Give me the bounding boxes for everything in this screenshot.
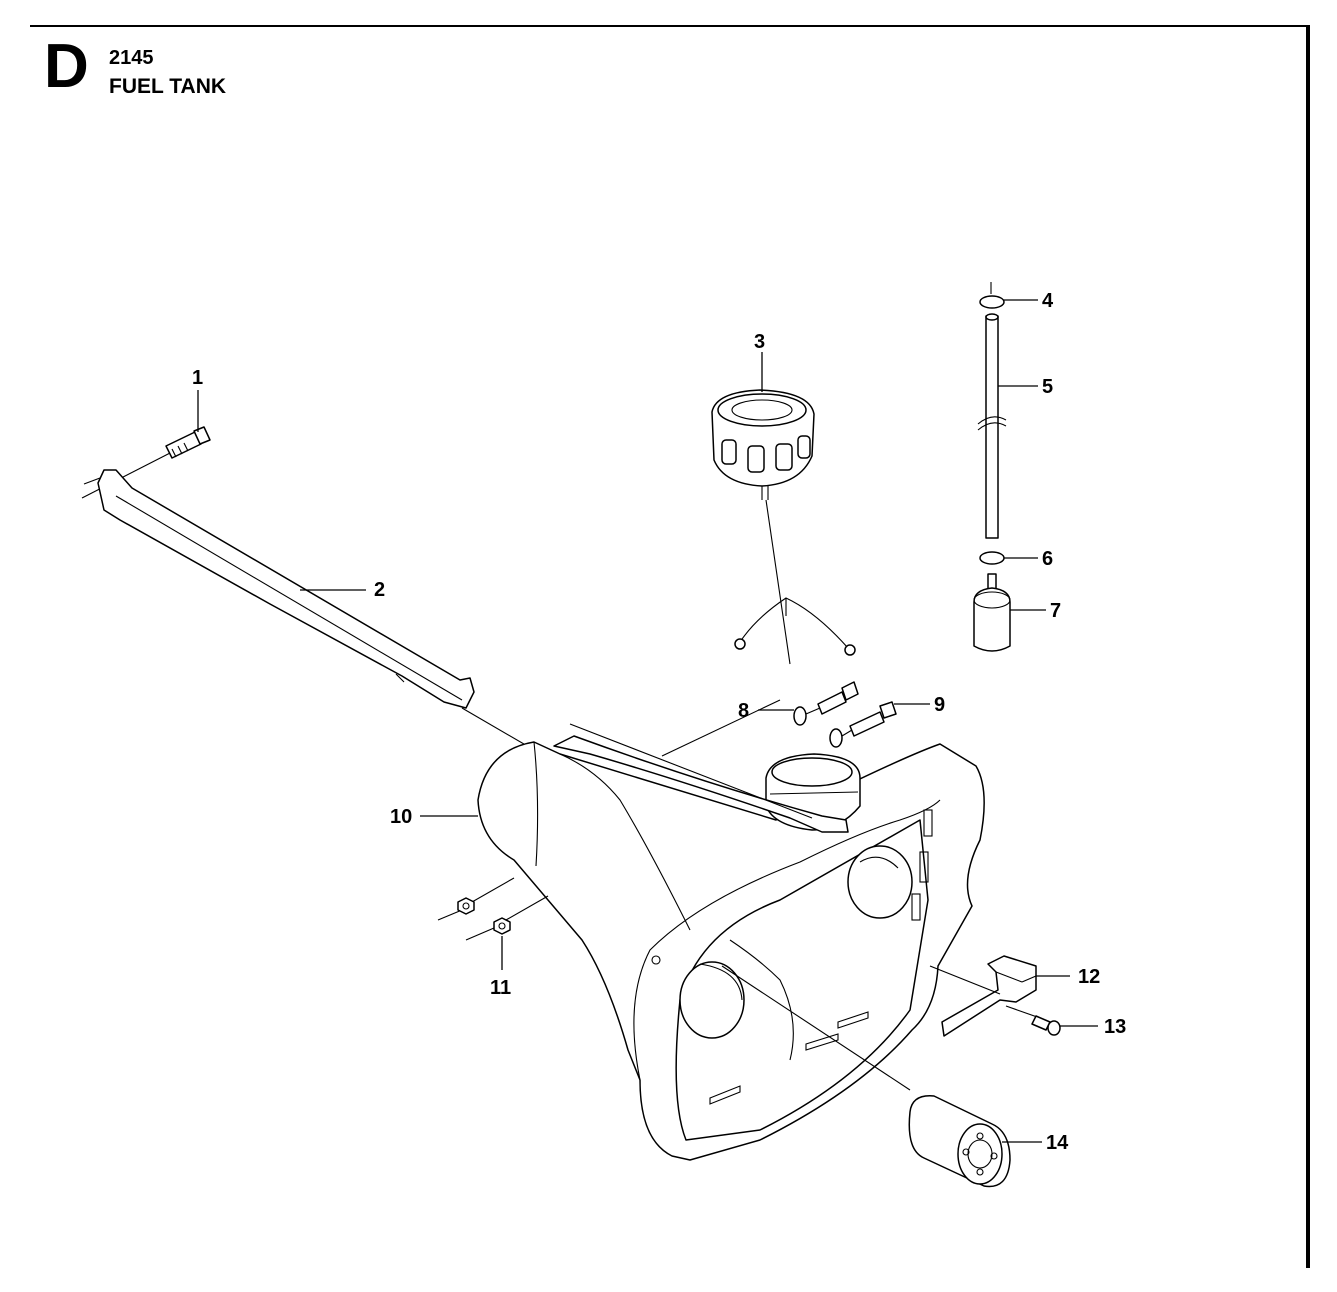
part-screw-13 <box>1005 1005 1061 1036</box>
callout-5: 5 <box>1042 376 1053 398</box>
part-fuel-tank-10 <box>477 699 985 1161</box>
part-fuel-hose-5 <box>977 313 1007 539</box>
part-bracket-12 <box>929 955 1037 1037</box>
callout-2: 2 <box>374 579 385 601</box>
callout-12: 12 <box>1078 966 1100 988</box>
callout-8: 8 <box>738 700 749 722</box>
callout-9: 9 <box>934 694 945 716</box>
section-letter: D <box>44 32 89 101</box>
callout-11: 11 <box>490 977 511 999</box>
part-hose-clip-6 <box>979 551 1005 565</box>
part-washer-screw-9 <box>829 701 897 748</box>
callout-7: 7 <box>1050 600 1061 622</box>
callout-13: 13 <box>1104 1016 1126 1038</box>
callout-1: 1 <box>192 367 203 389</box>
section-title: FUEL TANK <box>109 75 227 98</box>
part-washer-screw-8 <box>793 681 859 726</box>
part-fuel-filter-7 <box>973 573 1011 652</box>
callout-10: 10 <box>390 806 412 828</box>
callout-14: 14 <box>1046 1132 1069 1154</box>
part-nuts-11 <box>437 877 549 941</box>
callout-6: 6 <box>1042 548 1053 570</box>
part-tank-bracket-2 <box>83 469 549 759</box>
part-hose-clip-4 <box>979 282 1005 309</box>
callout-4: 4 <box>1042 290 1054 312</box>
page-frame <box>30 25 1310 1268</box>
model-number: 2145 <box>109 47 154 69</box>
callout-labels: 1 2 3 4 5 6 7 8 9 10 11 12 13 14 <box>192 290 1126 1154</box>
part-screw-1 <box>81 426 211 499</box>
leader-lines <box>197 299 1098 1143</box>
part-bumper-14 <box>908 1095 1011 1188</box>
part-fuel-cap-3 <box>711 389 856 665</box>
callout-3: 3 <box>754 331 765 353</box>
